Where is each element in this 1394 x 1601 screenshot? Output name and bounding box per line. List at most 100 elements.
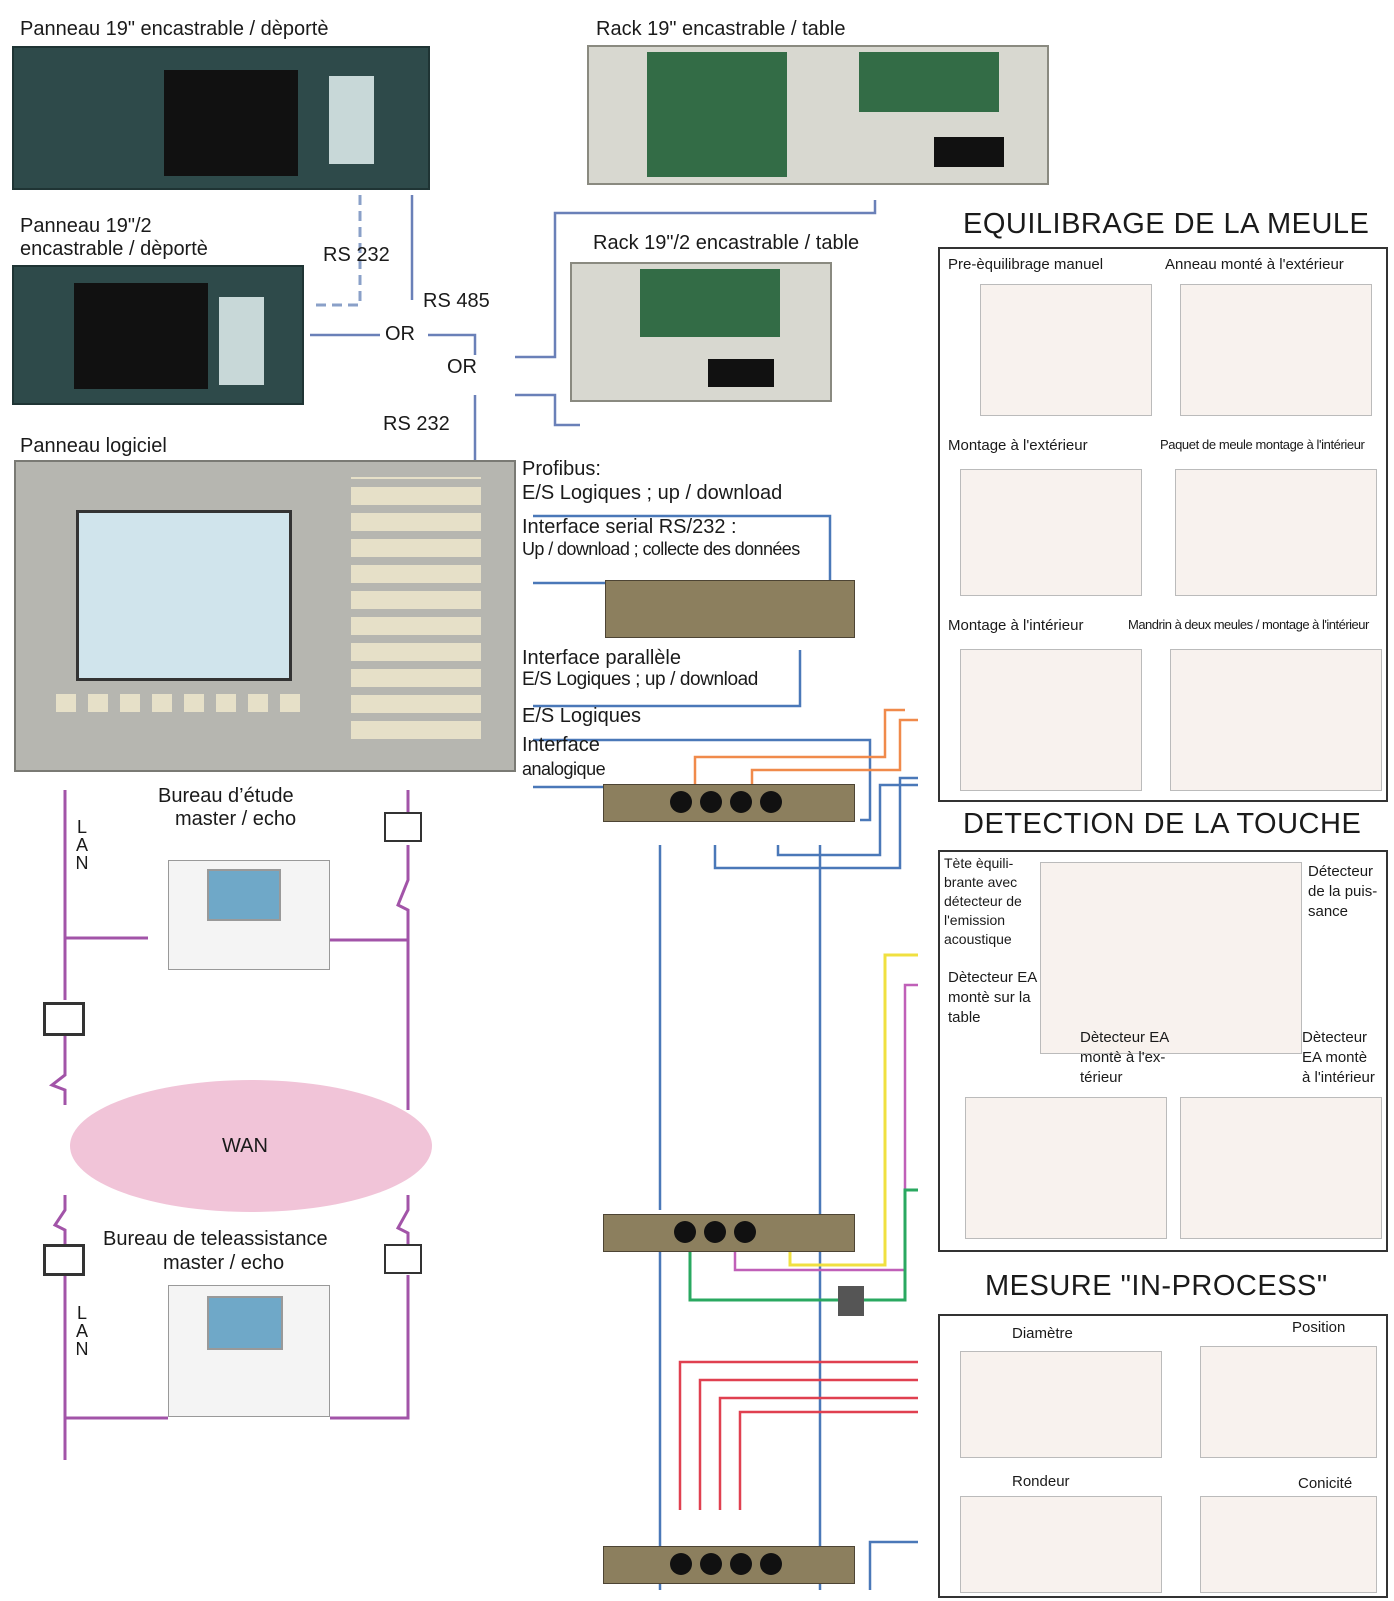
s1-drawing-b — [1180, 284, 1372, 416]
s2-label-a4: l'emission — [944, 913, 1005, 928]
s3-drawing-c — [960, 1496, 1162, 1593]
rack-half-card — [640, 269, 780, 337]
rack-19-half-label: Rack 19"/2 encastrable / table — [593, 232, 859, 254]
serial-label-1: Interface serial RS/232 : — [522, 516, 737, 538]
s1-label-c: Montage à l'extérieur — [948, 438, 1088, 455]
or-label-2: OR — [447, 356, 477, 378]
connector — [730, 791, 752, 813]
parallel-label-1: Interface parallèle — [522, 647, 681, 669]
rack-19-device — [587, 45, 1049, 185]
rack-card-right — [859, 52, 999, 112]
junction-box — [838, 1286, 864, 1316]
software-panel-device — [14, 460, 516, 772]
s2-drawing-left — [965, 1097, 1167, 1239]
s2-label-b3: sance — [1308, 904, 1348, 921]
analog-module-2 — [603, 1214, 855, 1252]
s1-label-f: Mandrin à deux meules / montage à l'inté… — [1128, 618, 1369, 632]
s2-label-d3: térieur — [1080, 1070, 1123, 1087]
green-wire-2 — [862, 1190, 918, 1300]
panel-19-half-label-1: Panneau 19"/2 — [20, 215, 152, 237]
software-softkeys — [56, 694, 306, 712]
connector — [670, 791, 692, 813]
connector — [700, 1553, 722, 1575]
section1-frame: Pre-èquilibrage manuel Anneau monté à l'… — [938, 247, 1388, 802]
s1-drawing-a — [980, 284, 1152, 416]
es-logiques-label: E/S Logiques — [522, 705, 641, 727]
s1-label-d: Paquet de meule montage à l'intérieur — [1160, 438, 1365, 452]
rs485-label: RS 485 — [423, 290, 490, 312]
s1-drawing-c — [960, 469, 1142, 596]
section3-title: MESURE "IN-PROCESS" — [985, 1270, 1328, 1303]
section2-frame: Tète èquili- brante avec détecteur de l'… — [938, 850, 1388, 1252]
or-wire-mid — [428, 335, 475, 355]
wan-label: WAN — [222, 1135, 268, 1157]
s2-label-a2: brante avec — [944, 875, 1017, 890]
s2-label-c3: table — [948, 1010, 981, 1027]
s2-label-a1: Tète èquili- — [944, 856, 1013, 871]
workstation-etude — [168, 860, 330, 970]
analog-label-1: Interface — [522, 734, 600, 756]
s3-drawing-b — [1200, 1346, 1377, 1458]
s2-label-a5: acoustique — [944, 932, 1012, 947]
s2-label-c2: montè sur la — [948, 990, 1031, 1007]
s1-drawing-e — [960, 649, 1142, 791]
s3-label-a: Diamètre — [1012, 1326, 1073, 1343]
connector — [700, 791, 722, 813]
connector — [730, 1553, 752, 1575]
connector — [670, 1553, 692, 1575]
lan-left-zig — [52, 1035, 65, 1105]
s2-drawing-top — [1040, 862, 1302, 1054]
or-label-1: OR — [385, 323, 415, 345]
bureau-tele-label-1: Bureau de teleassistance — [103, 1228, 328, 1250]
rack-power-socket — [934, 137, 1004, 167]
s2-label-a3: détecteur de — [944, 894, 1022, 909]
network-node-tele-right — [384, 1244, 422, 1274]
blue-bottom — [870, 1542, 918, 1590]
section3-frame: Diamètre Position Rondeur Conicité — [938, 1314, 1388, 1598]
s2-label-b1: Détecteur — [1308, 864, 1373, 881]
s2-label-b2: de la puis- — [1308, 884, 1377, 901]
profibus-label-2: E/S Logiques ; up / download — [522, 482, 782, 504]
s1-label-a: Pre-èquilibrage manuel — [948, 257, 1103, 274]
software-panel-screen — [76, 510, 292, 681]
s3-label-d: Conicité — [1298, 1476, 1352, 1493]
lan-right-2 — [320, 845, 408, 940]
panel-19-label: Panneau 19" encastrable / dèportè — [20, 18, 328, 40]
section1-title: EQUILIBRAGE DE LA MEULE — [963, 208, 1369, 241]
rack-19-half-device — [570, 262, 832, 402]
s2-label-e1: Dètecteur — [1302, 1030, 1367, 1047]
network-node-tele-left — [43, 1244, 85, 1276]
connector — [760, 1553, 782, 1575]
s3-drawing-a — [960, 1351, 1162, 1458]
bureau-tele-label-2: master / echo — [163, 1252, 284, 1274]
lan-label-2: L A N — [75, 1304, 89, 1358]
section2-title: DETECTION DE LA TOUCHE — [963, 808, 1361, 841]
rack-19-label: Rack 19" encastrable / table — [596, 18, 845, 40]
lan-bottom-left — [55, 1195, 65, 1244]
red-wire-2 — [700, 1380, 918, 1510]
parallel-label-2: E/S Logiques ; up / download — [522, 670, 758, 691]
serial-module — [605, 580, 855, 638]
network-node-left — [43, 1002, 85, 1036]
rs232-label-a: RS 232 — [323, 244, 390, 266]
serial-label-2: Up / download ; collecte des données — [522, 540, 800, 560]
s1-drawing-f — [1170, 649, 1382, 791]
rack-card-left — [647, 52, 787, 177]
red-wire-1 — [680, 1362, 918, 1510]
lan-bottom-right-2 — [330, 1275, 408, 1418]
workstation-tele-screen — [207, 1296, 283, 1350]
panel-19-device — [12, 46, 430, 190]
s3-label-c: Rondeur — [1012, 1474, 1070, 1491]
s1-label-e: Montage à l'intérieur — [948, 618, 1083, 635]
lan-bottom-right — [398, 1195, 408, 1244]
connector — [760, 791, 782, 813]
connector — [674, 1221, 696, 1243]
bureau-etude-label-2: master / echo — [175, 808, 296, 830]
panel-keypad — [329, 76, 374, 164]
panel-half-screen — [74, 283, 208, 389]
panel-half-keypad — [219, 297, 264, 385]
software-keypad — [351, 477, 481, 747]
s2-label-d2: montè à l'ex- — [1080, 1050, 1165, 1067]
connector — [704, 1221, 726, 1243]
panel-screen — [164, 70, 298, 176]
